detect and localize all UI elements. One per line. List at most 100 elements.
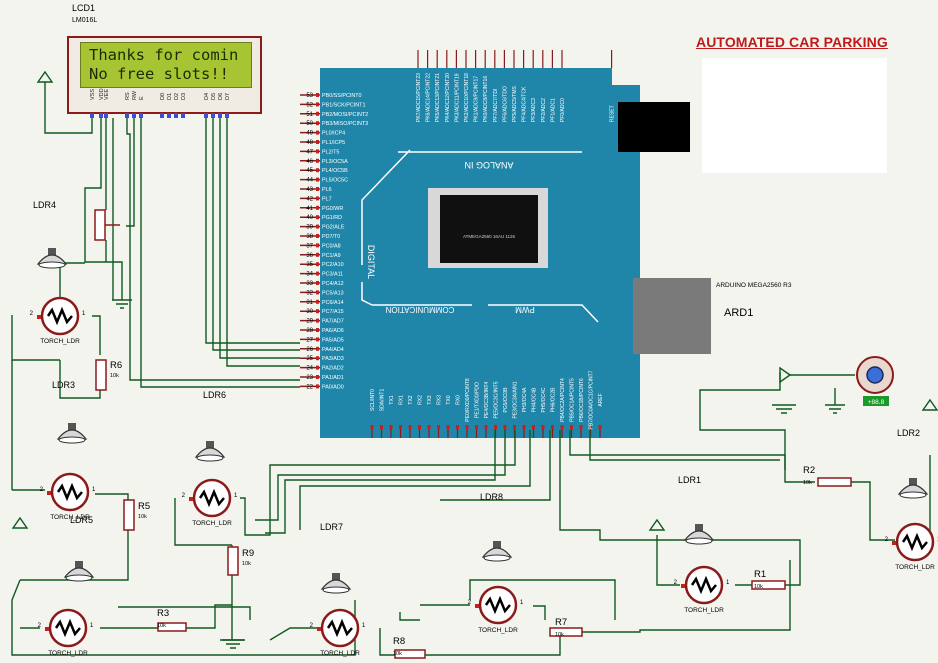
lcd-pin-label: D6 <box>218 93 224 100</box>
pin-2-label: 2 <box>40 487 44 493</box>
arduino-left-pin-label: PA7/AD7 <box>322 319 344 325</box>
ldr-pin-dot <box>45 627 49 631</box>
lcd-pin-stub <box>167 113 171 118</box>
pin-2-label: 2 <box>885 537 889 543</box>
ldr-label: LDR4 <box>33 200 56 210</box>
lcd-pin-stub <box>99 113 103 118</box>
arduino-bottom-pin-dot <box>370 425 374 429</box>
arduino-left-pin-dot <box>316 93 319 97</box>
lcd-part: LM016L <box>72 17 97 24</box>
arduino-left-pin-label: PA2/AD2 <box>322 366 344 372</box>
lamp-stem <box>48 248 56 256</box>
arduino-bottom-pin-dot <box>465 425 469 429</box>
arduino-left-pin-num: 32 <box>306 290 313 296</box>
arduino-bottom-pin-dot <box>437 425 440 429</box>
arduino-left-pin-dot <box>316 365 319 370</box>
ldr-label: LDR8 <box>480 492 503 502</box>
arduino-left-pin-num: 28 <box>306 328 313 334</box>
lcd-pin-stub <box>174 113 178 118</box>
arduino-top-pin-label: PK3/ADC11/PCINT19 <box>454 73 460 122</box>
arduino-left-pin-dot <box>316 271 319 276</box>
arduino-left-pin-label: PL1/ICP5 <box>322 140 345 146</box>
servo-display <box>863 396 889 406</box>
arduino-bottom-pin-label: PE0/RXD0/PCINT8 <box>465 378 471 422</box>
arduino-ref: ARD1 <box>724 307 753 319</box>
ldr-zigzag <box>54 618 81 638</box>
arduino-bottom-pin-dot <box>589 425 592 429</box>
lamp-shade <box>63 567 95 578</box>
arduino-bottom-pin-label: RX3 <box>437 395 443 405</box>
arduino-bottom-pin-dot <box>579 425 583 429</box>
lcd-pin-stub <box>211 113 215 118</box>
arduino-left-pin-num: 48 <box>306 140 313 146</box>
arduino-top-pin-label: PK1/ADC9/PCINT17 <box>474 76 480 122</box>
resistor-ref: R8 <box>393 636 405 647</box>
lcd-pin-label: D1 <box>167 93 173 100</box>
arduino-left-pin-num: 50 <box>306 121 313 127</box>
arduino-left-pin-num: 34 <box>306 272 313 278</box>
lcd-pin-stub <box>132 113 136 118</box>
torch-label: TORCH_LDR <box>684 607 724 614</box>
arduino-left-pin-label: PB3/MISO/PCINT3 <box>322 121 368 127</box>
power-arrows <box>11 70 938 531</box>
arduino-left-pin-num: 43 <box>306 187 313 193</box>
arduino-left-pin-dot <box>316 262 319 267</box>
arduino-left-pin-num: 29 <box>306 319 313 325</box>
arduino-left-pin-label: PA0/AD0 <box>322 384 344 390</box>
torch-label: TORCH_LDR <box>192 520 232 527</box>
arduino-left-pin-num: 24 <box>306 366 313 372</box>
arduino-bottom-pin-label: PB6/OC1B/PCINT6 <box>579 378 585 422</box>
arduino-left-pin-dot <box>316 121 319 126</box>
lamp-shade <box>320 579 352 590</box>
arduino-name: ARDUINO MEGA2560 R3 <box>716 282 792 289</box>
lamp-shade <box>194 447 226 458</box>
arduino-bottom-pin-label: TX2 <box>408 395 414 404</box>
arduino-bottom-pin-dot <box>408 425 412 429</box>
arduino-bottom-pin-label: TX0 <box>446 395 452 404</box>
arduino-bottom-pin-label: RX1 <box>399 395 405 405</box>
lamp-shade <box>897 484 929 495</box>
pin-1-label: 1 <box>362 623 366 629</box>
pin-2-label: 2 <box>310 623 314 629</box>
arduino-left-pin-dot <box>316 281 319 285</box>
ldr-pin-dot <box>189 497 193 501</box>
arduino-left-pin-label: PA4/AD4 <box>322 347 344 353</box>
arduino-left-pin-label: PA5/AD5 <box>322 337 344 343</box>
lcd-pin-stub <box>218 113 222 118</box>
arduino-bottom-pin-label: RX2 <box>418 395 424 405</box>
resistor-body <box>95 359 107 391</box>
resistor-value: 10k <box>242 561 251 567</box>
ldr-label: LDR6 <box>203 390 226 400</box>
arduino-left-pin-label: PC0/A8 <box>322 243 341 249</box>
resistor-value: 10k <box>393 651 402 657</box>
wires <box>11 82 931 656</box>
lamp-bulb <box>483 554 511 562</box>
arduino-left-pin-dot <box>316 299 319 304</box>
arduino-left-pin-num: 47 <box>306 149 313 155</box>
arduino-left-pin-label: PC2/A10 <box>322 262 344 268</box>
arduino-bottom-pin-label: PE4/OC3B/INT4 <box>484 381 490 418</box>
resistor-ref: R5 <box>138 501 150 512</box>
arduino-left-pin-dot <box>316 356 319 361</box>
arduino-left-pin-label: PC4/A12 <box>322 281 344 287</box>
arduino-top-pin-label: PF6/ADC6/TDO <box>502 86 508 122</box>
arduino-left-pin-dot <box>316 205 319 210</box>
lamp-bulb <box>685 537 713 545</box>
pin-1-label: 1 <box>520 600 524 606</box>
ldr-zigzag <box>198 488 225 508</box>
lcd-pin-label: D3 <box>181 93 187 100</box>
ldr-label: LDR2 <box>897 428 920 438</box>
lamp-stem <box>909 478 917 486</box>
arduino-left-pin-dot <box>316 337 319 342</box>
arduino-top-pin-label: PF4/ADC4/TCK <box>522 86 528 122</box>
arduino-left-pin-dot <box>316 290 319 295</box>
resistor-body <box>817 477 852 487</box>
ldr-pin-dot <box>681 584 685 588</box>
arduino-left-pin-num: 51 <box>306 112 313 118</box>
arduino-top-pin-label: PF7/ADC7/TDI <box>493 89 499 122</box>
arduino-top-pin-label: PF0/ADC0 <box>560 98 566 122</box>
lamps-layer <box>36 248 929 594</box>
resistor-value: 10k <box>138 514 147 520</box>
